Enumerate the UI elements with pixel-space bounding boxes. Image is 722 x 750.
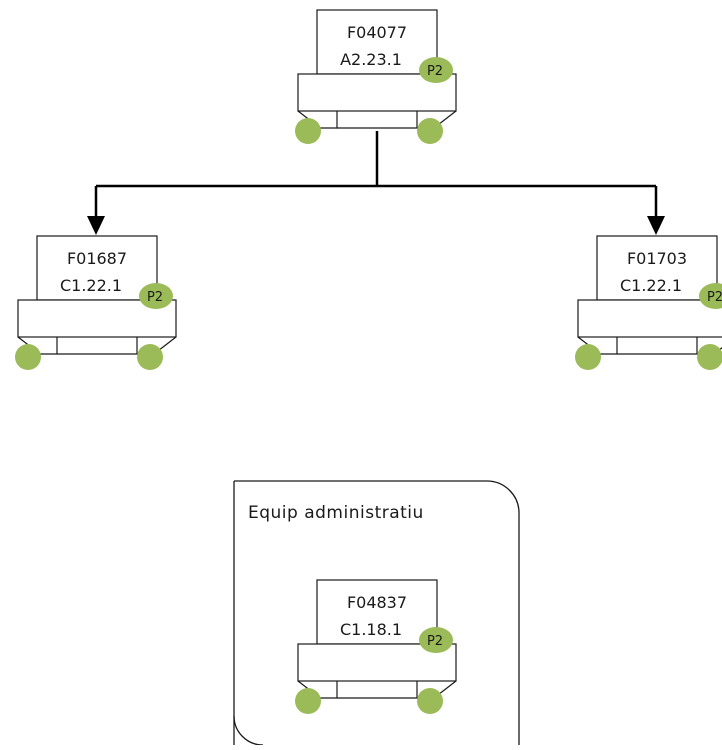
wheel-left-icon xyxy=(575,344,601,370)
priority-badge xyxy=(419,57,453,83)
priority-badge-label: P2 xyxy=(147,290,163,305)
printer-paper xyxy=(316,9,438,75)
printer-paper xyxy=(316,579,438,645)
printer-tray xyxy=(56,337,138,355)
printer-id: F01687 xyxy=(67,249,127,268)
wheel-right-icon xyxy=(417,118,443,144)
printer-location-code: A2.23.1 xyxy=(340,50,402,69)
printer-id: F04837 xyxy=(347,593,407,612)
priority-badge-label: P2 xyxy=(427,64,443,79)
printer-tray xyxy=(336,111,418,129)
printer-location-code: C1.22.1 xyxy=(620,276,682,295)
wheel-right-icon xyxy=(137,344,163,370)
printer-location-code: C1.22.1 xyxy=(60,276,122,295)
printer-tray xyxy=(336,681,418,699)
printer-location-code: C1.18.1 xyxy=(340,620,402,639)
group-equip-administratiu: Equip administratiu xyxy=(233,480,520,746)
priority-badge xyxy=(419,627,453,653)
wheel-left-icon xyxy=(15,344,41,370)
wheel-left-icon xyxy=(295,688,321,714)
wheel-right-icon xyxy=(417,688,443,714)
group-title: Equip administratiu xyxy=(248,503,424,523)
priority-badge xyxy=(139,283,173,309)
arrowhead-right xyxy=(647,216,665,235)
priority-badge-label: P2 xyxy=(427,634,443,649)
printer-body xyxy=(577,299,722,338)
group-box-bottom-corner xyxy=(233,715,264,746)
printer-paper xyxy=(596,235,718,301)
printer-tray xyxy=(616,337,698,355)
printer-id: F01703 xyxy=(627,249,687,268)
printer-id: F04077 xyxy=(347,23,407,42)
priority-badge-label: P2 xyxy=(707,290,722,305)
arrowhead-left xyxy=(87,216,105,235)
printer-nodes: F04077A2.23.1P2F01687C1.22.1P2F01703C1.2… xyxy=(15,9,722,714)
printer-paper xyxy=(36,235,158,301)
priority-badge xyxy=(699,283,722,309)
group-box xyxy=(233,480,520,745)
connector-lines xyxy=(87,131,665,235)
wheel-right-icon xyxy=(697,344,722,370)
wheel-left-icon xyxy=(295,118,321,144)
